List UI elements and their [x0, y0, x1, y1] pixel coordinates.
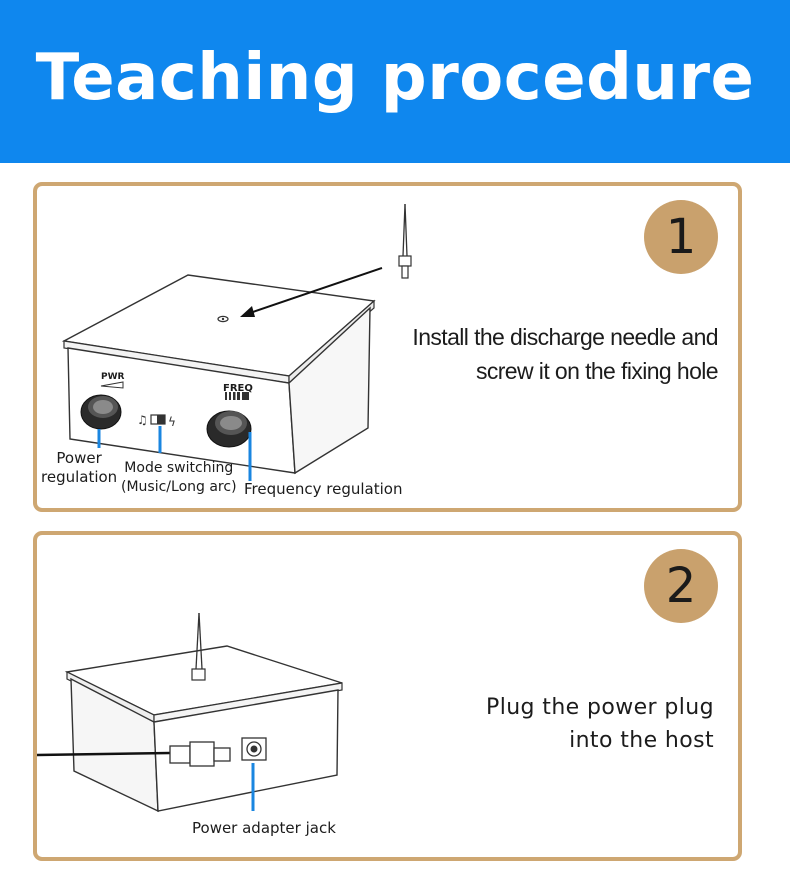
step-2-panel: Power adapter jack 2 Plug the power plug…	[33, 531, 742, 861]
instruction-line: Plug the power plug	[486, 695, 714, 720]
step-2-device-illustration	[37, 612, 343, 813]
power-regulation-callout: Power regulation	[41, 449, 117, 487]
step-1-instruction: Install the discharge needle and screw i…	[412, 320, 718, 388]
svg-text:♫: ♫	[137, 413, 148, 427]
svg-text:ϟ: ϟ	[168, 415, 176, 429]
frequency-regulation-callout: Frequency regulation	[244, 480, 403, 498]
step-number-badge: 1	[644, 200, 718, 274]
page-title: Teaching procedure	[35, 40, 755, 115]
pwr-label: PWR	[101, 372, 125, 382]
mode-switching-callout: Mode switching (Music/Long arc)	[121, 459, 237, 497]
instruction-line: into the host	[569, 728, 714, 753]
header-banner: Teaching procedure	[0, 0, 790, 163]
step-2-instruction: Plug the power plug into the host	[486, 691, 714, 757]
step-1-panel: ♫ ϟ PWR FREQ Power regulation Mode switc…	[33, 182, 742, 512]
freq-label: FREQ	[223, 383, 253, 394]
power-adapter-jack-callout: Power adapter jack	[192, 819, 336, 837]
step-number-badge: 2	[644, 549, 718, 623]
instruction-line: Install the discharge needle and	[412, 324, 718, 350]
power-callout-line2: regulation	[41, 468, 118, 486]
mode-callout-line1: Mode switching	[124, 460, 234, 476]
step-1-device-illustration: ♫ ϟ	[61, 203, 412, 481]
power-callout-line1: Power	[56, 449, 102, 467]
instruction-line: screw it on the fixing hole	[475, 358, 719, 384]
mode-callout-line2: (Music/Long arc)	[121, 479, 237, 495]
